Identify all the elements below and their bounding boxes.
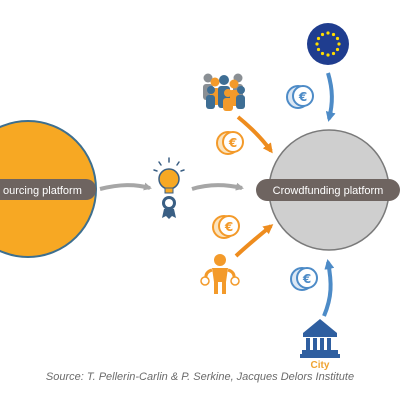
source-caption: Source: T. Pellerin-Carlin & P. Serkine,… [45,371,355,383]
svg-text:€: € [302,272,311,286]
svg-text:€: € [224,220,233,234]
crowd-people-icon [203,73,245,111]
city-label: City [311,360,330,371]
person-with-coins-icon [200,254,240,294]
crowdfunding-platform-node: Crowdfunding platform [256,129,400,251]
euro-coin-icon: € [216,131,244,155]
arrow-crowd-to-crowdfunding [236,115,273,154]
arrow-individual-to-crowdfunding [234,224,274,258]
svg-text:€: € [228,136,237,150]
crowdfunding-platform-label: Crowdfunding platform [273,185,384,197]
arrow-city-to-crowdfunding [322,259,335,317]
crowdsourcing-platform-label: ourcing platform [3,185,82,197]
euro-coin-icon: € [290,267,318,291]
eu-flag-icon [307,23,349,65]
city-hall-icon: City [300,319,340,371]
arrow-crowdsourcing-to-idea [99,182,152,191]
svg-text:€: € [298,90,307,104]
arrow-idea-to-crowdfunding [191,182,244,191]
euro-coin-icon: € [286,85,314,109]
euro-coin-icon: € [212,215,240,239]
idea-bulb-icon [153,157,185,219]
crowdsourcing-platform-node: ourcing platform [0,120,97,258]
arrow-eu-to-crowdfunding [325,72,336,122]
